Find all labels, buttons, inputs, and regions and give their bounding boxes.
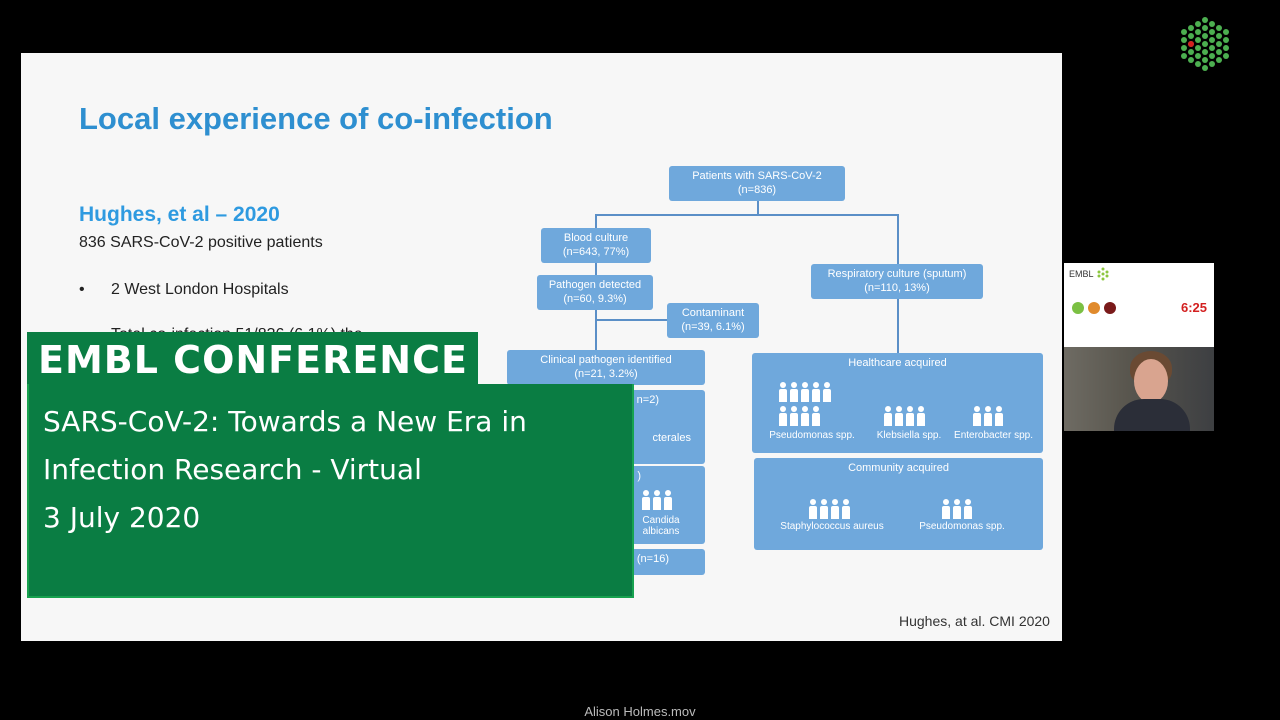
- people-icon-group: [779, 382, 831, 402]
- speaker-webcam-video: [1064, 347, 1214, 431]
- slide-title: Local experience of co-infection: [79, 101, 553, 136]
- flow-box-clinical-pathogen: Clinical pathogen identified (n=21, 3.2%…: [507, 350, 705, 385]
- bullet-text: 2 West London Hospitals: [111, 281, 289, 298]
- healthcare-group-label: Enterobacter spp.: [954, 430, 1033, 441]
- people-icon-group: [942, 499, 972, 519]
- flow-box-healthcare: Healthcare acquired: [752, 353, 1043, 453]
- flow-box-label: Patients with SARS-CoV-2: [692, 170, 822, 182]
- flow-box-value: (n=643, 77%): [562, 246, 630, 258]
- flow-box-value: (n=836): [737, 184, 777, 196]
- banner-line: SARS-CoV-2: Towards a New Era in: [43, 405, 527, 438]
- flow-box-label: Healthcare acquired: [848, 357, 947, 369]
- bullet-symbol: •: [79, 281, 85, 298]
- conference-banner-title: EMBL CONFERENCE: [27, 332, 478, 385]
- flow-box-value: (n=60, 9.3%): [563, 293, 627, 305]
- people-icon-group: [884, 406, 925, 426]
- person-icon: [664, 490, 672, 510]
- person-icon: [779, 382, 787, 402]
- flow-box-label: Pathogen detected: [548, 279, 642, 291]
- community-group-label: Pseudomonas spp.: [919, 521, 1005, 532]
- person-icon: [812, 406, 820, 426]
- patients-line: 836 SARS-CoV-2 positive patients: [79, 234, 323, 251]
- person-icon: [801, 382, 809, 402]
- flow-box-label: Blood culture: [563, 232, 629, 244]
- flow-box-value: (n=39, 6.1%): [681, 321, 745, 333]
- flow-box-label: cterales: [652, 432, 691, 444]
- speaker-panel: EMBL 6:25: [1064, 263, 1214, 431]
- person-icon: [895, 406, 903, 426]
- flow-box-value: (n=16): [636, 553, 669, 565]
- person-icon: [642, 490, 650, 510]
- flow-box-label: Community acquired: [848, 462, 949, 474]
- flow-connector: [757, 201, 759, 215]
- person-icon: [973, 406, 981, 426]
- flow-box-value: ): [637, 470, 641, 482]
- flow-box-contaminant: Contaminant (n=39, 6.1%): [667, 303, 759, 338]
- person-icon: [964, 499, 972, 519]
- person-icon: [906, 406, 914, 426]
- person-icon: [820, 499, 828, 519]
- people-icon-group: [809, 499, 850, 519]
- healthcare-group-label: Klebsiella spp.: [876, 430, 942, 441]
- flow-connector: [897, 299, 899, 353]
- people-icon-group: [642, 490, 672, 510]
- person-icon: [953, 499, 961, 519]
- community-group-label: Staphylococcus aureus: [780, 521, 884, 532]
- flow-box-root: Patients with SARS-CoV-2 (n=836): [669, 166, 845, 201]
- person-icon: [801, 406, 809, 426]
- conference-banner-body: SARS-CoV-2: Towards a New Era in Infecti…: [27, 384, 634, 598]
- person-icon: [884, 406, 892, 426]
- person-icon: [842, 499, 850, 519]
- healthcare-group-label: Pseudomonas spp.: [769, 430, 855, 441]
- person-icon: [917, 406, 925, 426]
- flow-box-respiratory: Respiratory culture (sputum) (n=110, 13%…: [811, 264, 983, 299]
- person-icon: [995, 406, 1003, 426]
- person-icon: [942, 499, 950, 519]
- status-light-orange: [1088, 302, 1100, 314]
- banner-line: 3 July 2020: [43, 501, 201, 534]
- video-file-name: Alison Holmes.mov: [584, 704, 696, 719]
- flow-connector: [897, 214, 899, 266]
- flow-connector: [595, 263, 597, 275]
- person-icon: [809, 499, 817, 519]
- flow-connector: [595, 214, 899, 216]
- flow-box-label: Contaminant: [681, 307, 745, 319]
- bullet-item: • 2 West London Hospitals: [79, 281, 289, 299]
- flow-connector: [595, 310, 597, 350]
- flow-box-value: (n=110, 13%): [864, 282, 930, 294]
- people-icon-group: [973, 406, 1003, 426]
- candida-label: Candida albicans: [642, 515, 680, 537]
- status-light-green: [1072, 302, 1084, 314]
- person-icon: [790, 382, 798, 402]
- slide-author: Hughes, et al – 2020: [79, 203, 280, 226]
- person-icon: [984, 406, 992, 426]
- flow-connector: [595, 319, 667, 321]
- flow-box-value: (n=21, 3.2%): [574, 368, 638, 380]
- person-icon: [823, 382, 831, 402]
- embl-mini-logo-icon: [1097, 267, 1109, 281]
- speaker-face: [1134, 359, 1168, 403]
- embl-logo-icon: [1181, 17, 1229, 71]
- slide-citation: Hughes, at al. CMI 2020: [899, 613, 1050, 629]
- person-icon: [812, 382, 820, 402]
- countdown-timer: 6:25: [1181, 300, 1208, 315]
- person-icon: [653, 490, 661, 510]
- flow-box-value: n=2): [636, 394, 659, 406]
- status-light-red: [1104, 302, 1116, 314]
- person-icon: [831, 499, 839, 519]
- flow-box-community: Community acquired: [754, 458, 1043, 550]
- speaker-body: [1114, 399, 1190, 431]
- mini-logo-text: EMBL: [1069, 269, 1094, 279]
- person-icon: [779, 406, 787, 426]
- person-icon: [790, 406, 798, 426]
- flow-connector: [595, 214, 597, 228]
- flow-box-pathogen-detected: Pathogen detected (n=60, 9.3%): [537, 275, 653, 310]
- flow-box-label: Respiratory culture (sputum): [827, 268, 967, 280]
- banner-line: Infection Research - Virtual: [43, 453, 422, 486]
- people-icon-group: [779, 406, 820, 426]
- flow-box-label: Clinical pathogen identified: [540, 354, 672, 366]
- flow-box-blood-culture: Blood culture (n=643, 77%): [541, 228, 651, 263]
